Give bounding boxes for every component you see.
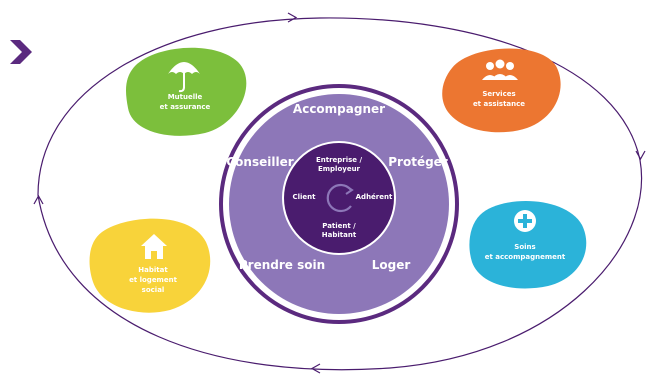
core-label-entreprise: Entreprise / [316,156,363,164]
blob-habitat-line3: social [142,286,165,294]
outer-loop [37,17,642,371]
loop-arrow-bottom [310,363,321,374]
blob-soins-line2: et accompagnement [485,253,566,261]
plus-circle-icon [514,210,536,232]
blob-mutuelle: Mutuelle et assurance [125,47,247,136]
blob-habitat-line2: et logement [129,276,178,284]
blob-services-line1: Services [482,90,515,98]
blob-soins-line1: Soins [514,243,535,251]
umbrella-icon [168,62,200,93]
chevron-right-icon [10,40,32,64]
cycle-arrows-icon [326,183,354,213]
ring-label-loger: Loger [372,258,411,272]
core-label-adherent: Adhérent [356,193,393,201]
blob-mutuelle-line2: et assurance [160,103,211,111]
core-label-habitant: Habitant [322,231,357,239]
ring-label-conseiller: Conseiller [226,155,293,169]
blob-soins: Soins et accompagnement [469,201,587,289]
ring-label-accompagner: Accompagner [293,102,385,116]
core-label-employeur: Employeur [318,165,361,173]
blob-habitat-line1: Habitat [138,266,168,274]
inner-core-disc [284,143,394,253]
blob-mutuelle-line1: Mutuelle [168,93,203,101]
core-label-patient: Patient / [322,222,356,230]
ring-label-proteger: Protéger [388,155,448,169]
people-group-icon [482,59,518,80]
blob-services: Services et assistance [442,48,561,133]
ring-label-prendre-soin: Prendre soin [239,258,325,272]
loop-arrow-right [635,150,646,161]
blob-services-line2: et assistance [473,100,525,108]
loop-arrow-top [287,12,298,23]
core-label-client: Client [292,193,316,201]
loop-arrow-left [33,194,44,205]
house-icon [141,234,167,259]
blob-habitat: Habitat et logement social [89,218,211,313]
